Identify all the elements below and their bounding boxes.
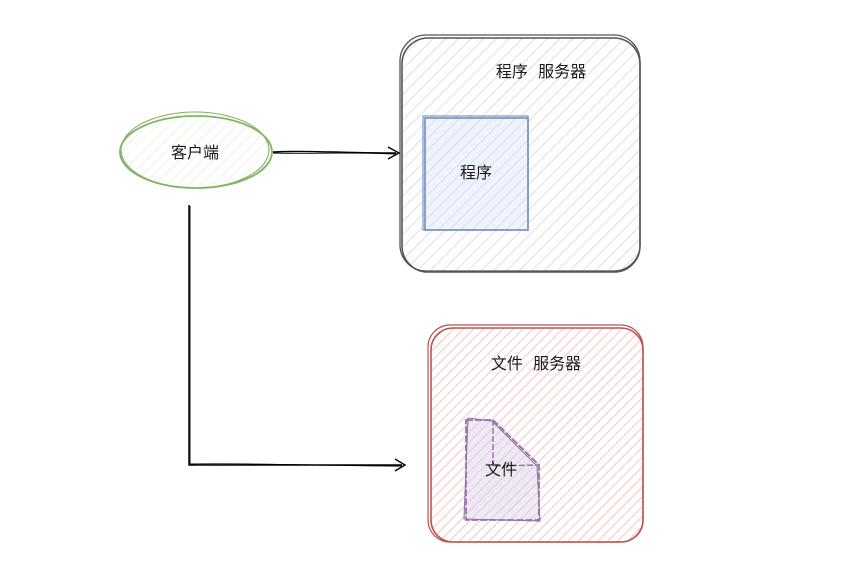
- client-label: 客户端: [171, 143, 219, 162]
- file-fold: [492, 420, 540, 467]
- program-server-label: 程序 服务器: [496, 62, 586, 81]
- file-node[interactable]: 文件: [463, 417, 541, 522]
- file-server-label: 文件 服务器: [491, 354, 581, 373]
- file-label: 文件: [485, 460, 517, 479]
- edge-client-to-program-server[interactable]: [272, 146, 401, 160]
- edge-client-to-file-server[interactable]: [188, 205, 407, 472]
- client-node[interactable]: 客户端: [119, 111, 273, 189]
- arrowhead-icon: [394, 458, 407, 472]
- file-server-outline: [427, 324, 644, 543]
- program-outline: [422, 115, 529, 231]
- program-label: 程序: [460, 163, 492, 182]
- program-node[interactable]: 程序: [422, 115, 529, 231]
- arrowhead-icon: [387, 146, 401, 160]
- file-shape: [465, 419, 540, 521]
- file-shape-outline: [463, 417, 541, 522]
- client-ellipse-outline: [120, 111, 270, 189]
